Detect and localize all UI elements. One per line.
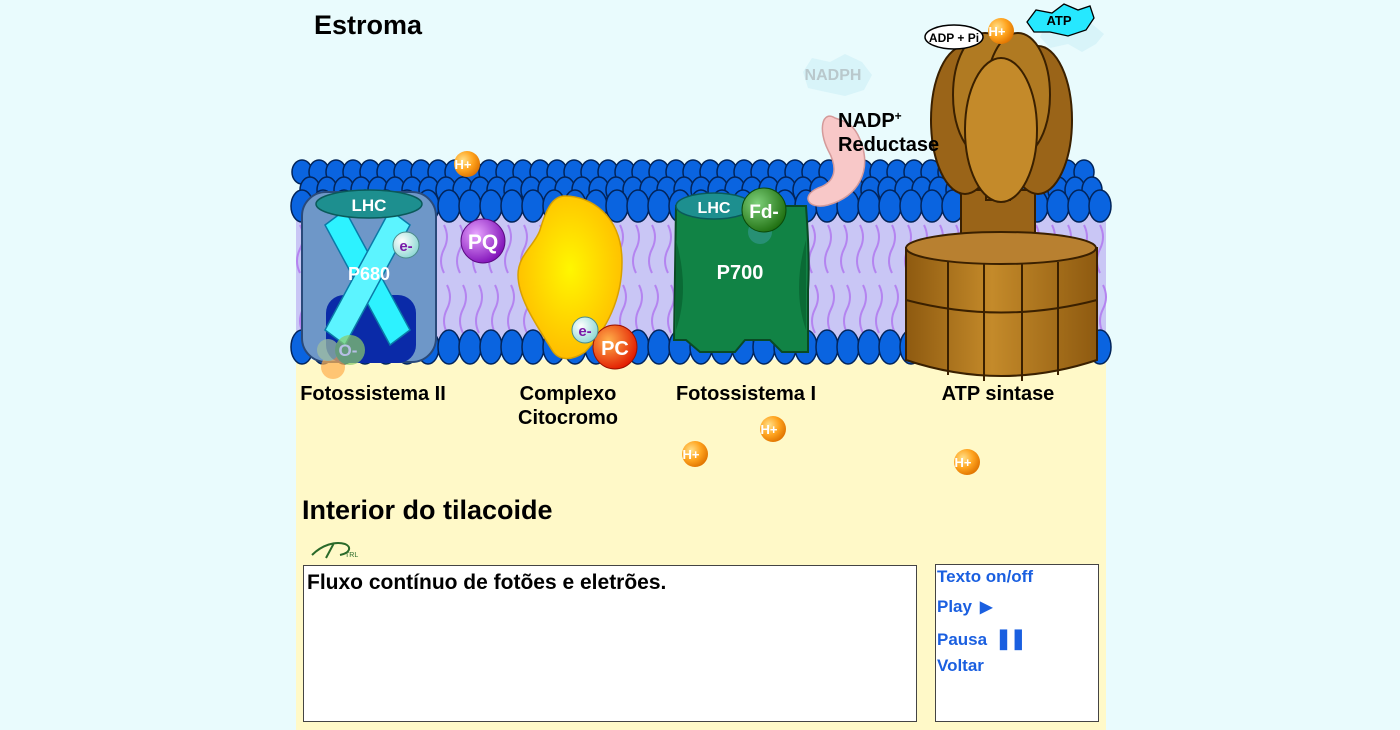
lipid-tail xyxy=(664,224,675,334)
pq-carrier: PQ xyxy=(460,218,506,264)
author-logo: TRL xyxy=(311,542,358,559)
lipid-head xyxy=(1046,189,1070,223)
nadp-reductase xyxy=(807,115,866,207)
lipid-head xyxy=(899,189,923,223)
play-button[interactable]: Play ▶ xyxy=(937,597,992,617)
lipid-head xyxy=(458,189,482,223)
electron-cytochrome: e- xyxy=(571,316,599,344)
cytochrome-complex xyxy=(517,195,623,360)
lipid-tail xyxy=(440,224,451,334)
lipid-head xyxy=(647,189,671,223)
lipid-tail xyxy=(632,224,643,334)
lipid-head xyxy=(458,329,482,365)
adp-molecule: ADP + Pi xyxy=(924,24,984,50)
lipid-head xyxy=(878,329,902,365)
lipid-head xyxy=(437,189,461,223)
lipid-head xyxy=(500,329,524,365)
pause-label: Pausa xyxy=(937,630,988,649)
lipid-head xyxy=(1067,189,1091,223)
lipid-tail xyxy=(888,224,899,334)
psi-center-label: P700 xyxy=(717,262,764,284)
nadph-molecule: NADPH xyxy=(803,54,872,96)
cytochrome-label: Complexo Citocromo xyxy=(518,383,618,429)
photosystem-i: LHC P700 xyxy=(672,192,810,353)
lipid-tail xyxy=(840,224,851,334)
lipid-tail xyxy=(824,224,835,334)
atp-synthase-label: ATP sintase xyxy=(941,383,1055,405)
proton-label: H+ xyxy=(955,455,972,470)
stroma-title: Estroma xyxy=(314,10,423,40)
electron-cytochrome-label: e- xyxy=(578,323,591,340)
lipid-head xyxy=(521,329,545,365)
psi-lhc-label: LHC xyxy=(698,200,731,217)
lipid-head xyxy=(920,189,944,223)
lumen-title: Interior do tilacoide xyxy=(302,495,553,525)
lipid-head xyxy=(836,329,860,365)
fd-carrier: Fd- xyxy=(741,187,787,233)
back-button[interactable]: Voltar xyxy=(937,656,984,676)
psii-center-label: P680 xyxy=(348,264,390,284)
proton-lumen-3: H+ xyxy=(954,449,980,475)
oxygen-label: O- xyxy=(339,341,358,360)
lipid-tail xyxy=(648,224,659,334)
water-splitting: O- xyxy=(317,335,365,379)
proton-stroma: H+ xyxy=(988,18,1014,44)
reductase-label-line2: Reductase xyxy=(838,134,939,156)
play-icon: ▶ xyxy=(979,599,993,616)
proton-membrane: H+ xyxy=(454,151,480,177)
lipid-head xyxy=(437,329,461,365)
pc-carrier: PC xyxy=(592,324,638,370)
electron-psii-label: e- xyxy=(399,238,412,255)
controls-panel: Texto on/off Play ▶ Pausa ❚❚ Voltar xyxy=(935,564,1099,722)
play-label: Play xyxy=(937,597,972,616)
lipid-head xyxy=(1088,189,1112,223)
lipid-head xyxy=(605,189,629,223)
lipid-head xyxy=(521,189,545,223)
proton-label: H+ xyxy=(989,24,1006,39)
atp-label: ATP xyxy=(1046,13,1071,28)
lipid-tail xyxy=(856,224,867,334)
lipid-head xyxy=(479,329,503,365)
back-label: Voltar xyxy=(937,656,984,675)
svg-text:TRL: TRL xyxy=(345,552,358,559)
psii-lhc xyxy=(315,189,423,219)
lipid-tail xyxy=(504,224,515,334)
proton-lumen-2: H+ xyxy=(760,416,786,442)
pause-button[interactable]: Pausa ❚❚ xyxy=(937,626,1027,651)
lipid-head xyxy=(647,329,671,365)
nadph-label: NADPH xyxy=(805,67,862,84)
description-panel: Fluxo contínuo de fotões e eletrões. xyxy=(303,565,917,722)
pause-icon: ❚❚ xyxy=(995,628,1026,650)
lipid-head xyxy=(857,189,881,223)
lipid-head xyxy=(626,189,650,223)
atp-synthase xyxy=(905,32,1098,381)
description-text: Fluxo contínuo de fotões e eletrões. xyxy=(307,571,667,594)
electron-psii: e- xyxy=(392,231,420,259)
proton-label: H+ xyxy=(683,447,700,462)
fd-label: Fd- xyxy=(749,202,779,223)
lipid-head xyxy=(857,329,881,365)
lipid-tail xyxy=(872,224,883,334)
atp-molecule: ATP xyxy=(1026,3,1104,52)
psii-label: Fotossistema II xyxy=(300,383,446,405)
photosystem-ii: LHC P680 xyxy=(301,189,437,363)
lipid-head xyxy=(815,329,839,365)
proton-label: H+ xyxy=(455,157,472,172)
psii-lhc-label: LHC xyxy=(352,196,387,215)
pc-label: PC xyxy=(601,338,629,360)
proton-label: H+ xyxy=(761,422,778,437)
text-toggle-button[interactable]: Texto on/off xyxy=(937,567,1033,587)
psi-label: Fotossistema I xyxy=(675,383,817,405)
reductase-label-line1: NADP+ xyxy=(838,109,902,132)
text-toggle-label: Texto on/off xyxy=(937,567,1033,586)
lipid-head xyxy=(878,189,902,223)
lipid-head xyxy=(500,189,524,223)
lipid-head xyxy=(479,189,503,223)
adp-label: ADP + Pi xyxy=(929,31,979,45)
proton-lumen-1: H+ xyxy=(682,441,708,467)
pq-label: PQ xyxy=(468,231,498,254)
